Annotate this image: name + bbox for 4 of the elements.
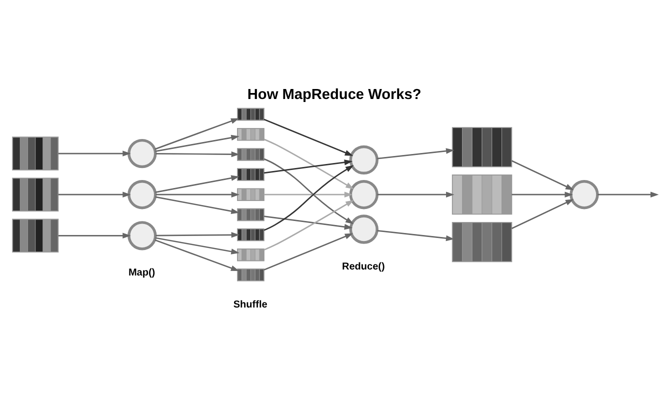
label: Map() xyxy=(128,268,156,279)
label: Reduce() xyxy=(342,261,385,272)
label: Shuffle xyxy=(233,300,268,311)
diagram-title: How MapReduce Works? xyxy=(247,87,422,104)
